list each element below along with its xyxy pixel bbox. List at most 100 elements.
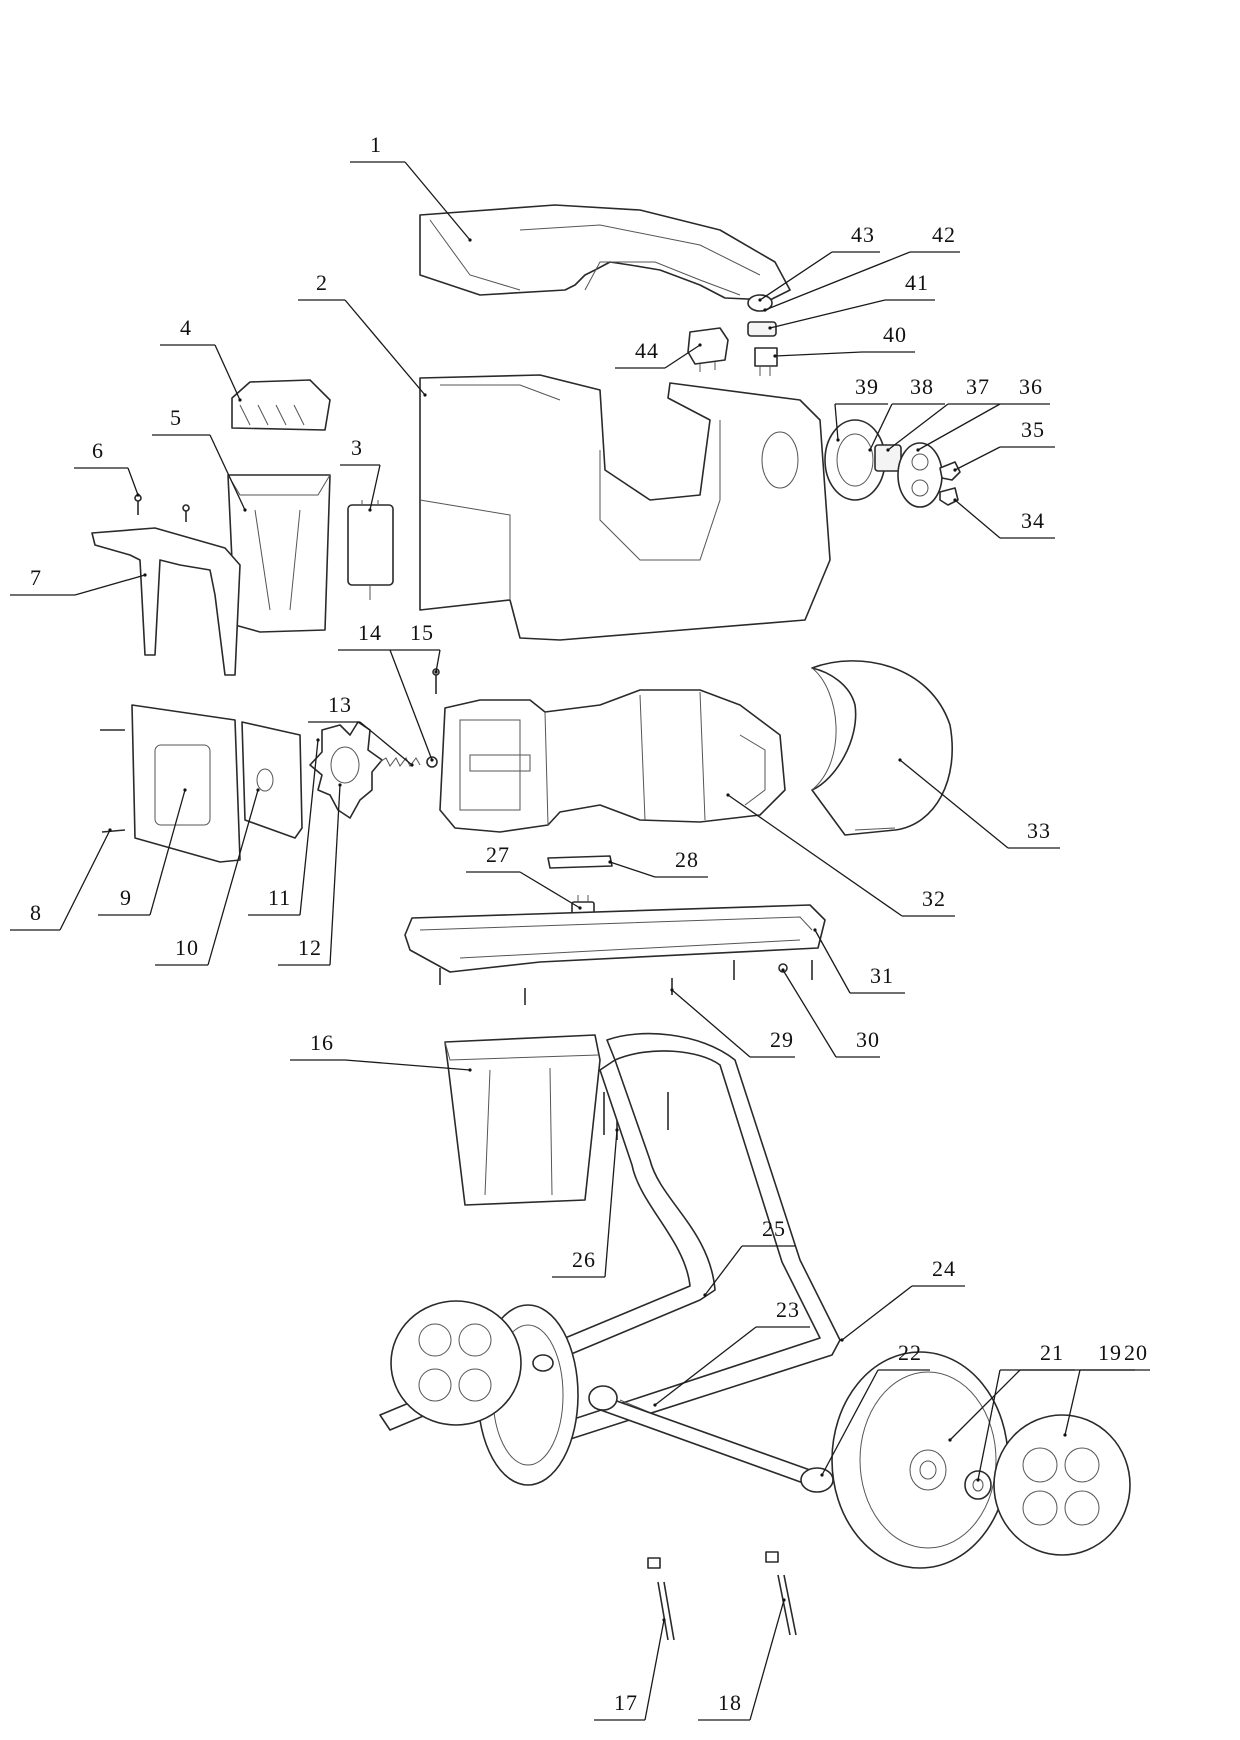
callout-leader-33 (899, 759, 1009, 849)
callout-number-20: 20 (1124, 1340, 1148, 1365)
part-small-screws (134, 494, 190, 522)
callout-number-1: 1 (370, 132, 382, 157)
callout-leader-9 (149, 789, 186, 916)
callout-leader-37 (887, 403, 949, 451)
callout-number-36: 36 (1019, 374, 1043, 399)
callout-dot-3 (368, 508, 372, 512)
callout-leaders (10, 161, 1150, 1721)
callout-leader-19 (1064, 1369, 1081, 1436)
callout-dot-31 (813, 928, 817, 932)
callout-dot-12 (338, 783, 342, 787)
callout-number-43: 43 (851, 222, 875, 247)
callout-leader-41 (769, 299, 886, 329)
callout-number-42: 42 (932, 222, 956, 247)
callout-leader-42 (764, 251, 911, 311)
callout-leader-34 (954, 499, 1001, 539)
callout-number-27: 27 (486, 842, 510, 867)
callout-dot-9 (183, 788, 187, 792)
part-hopper (444, 1034, 601, 1206)
part-bushing (964, 1470, 992, 1500)
part-impeller (309, 721, 383, 819)
callout-number-6: 6 (92, 438, 104, 463)
callout-dot-6 (136, 493, 140, 497)
callout-number-21: 21 (1040, 1340, 1064, 1365)
callout-leader-24 (841, 1285, 913, 1341)
callout-number-32: 32 (922, 886, 946, 911)
part-vent-grille (231, 379, 331, 431)
callout-number-31: 31 (870, 963, 894, 988)
callout-dot-28 (608, 860, 612, 864)
callout-number-10: 10 (175, 935, 199, 960)
callout-number-22: 22 (898, 1340, 922, 1365)
callout-dot-25 (703, 1293, 707, 1297)
callout-number-15: 15 (410, 620, 434, 645)
callout-leader-32 (727, 794, 903, 917)
callout-leader-5 (209, 434, 246, 511)
callout-dot-39 (836, 438, 840, 442)
callout-number-14: 14 (358, 620, 382, 645)
part-shaft-spring (379, 756, 438, 768)
callout-leader-26 (604, 1129, 618, 1278)
callout-dot-44 (698, 343, 702, 347)
callout-dot-36 (916, 448, 920, 452)
callout-dot-42 (763, 308, 767, 312)
callout-dot-1 (468, 238, 472, 242)
callout-leader-8 (59, 829, 111, 931)
callout-number-33: 33 (1027, 818, 1051, 843)
callout-number-37: 37 (966, 374, 990, 399)
part-filter-cup (227, 474, 331, 633)
callout-leader-43 (759, 251, 833, 301)
callout-dot-7 (143, 573, 147, 577)
callout-number-38: 38 (910, 374, 934, 399)
callout-dot-4 (238, 398, 242, 402)
callout-dot-34 (953, 498, 957, 502)
part-top-handle-cover (419, 204, 791, 301)
callout-leader-20 (977, 1369, 1001, 1481)
callout-leader-6 (127, 467, 139, 496)
callout-dot-23 (653, 1403, 657, 1407)
callout-leader-16 (344, 1059, 471, 1071)
part-motor (439, 689, 786, 833)
callout-dot-11 (316, 738, 320, 742)
callout-leader-13 (359, 721, 413, 766)
callout-number-5: 5 (170, 405, 182, 430)
callout-leader-27 (519, 871, 581, 909)
part-base-tray (404, 904, 826, 973)
callout-dot-40 (773, 354, 777, 358)
part-bracket (91, 527, 241, 676)
callout-number-9: 9 (120, 885, 132, 910)
callout-number-19: 19 (1098, 1340, 1122, 1365)
callout-number-12: 12 (298, 935, 322, 960)
callout-leader-30 (782, 969, 837, 1058)
callout-dot-29 (670, 988, 674, 992)
callout-dot-21 (948, 1438, 952, 1442)
callout-dot-8 (108, 828, 112, 832)
callout-leader-22 (821, 1369, 879, 1476)
callout-dot-41 (768, 326, 772, 330)
part-side-switch-assembly (824, 419, 961, 508)
callout-number-2: 2 (316, 270, 328, 295)
part-switch-stack (747, 294, 778, 376)
callout-number-18: 18 (718, 1690, 742, 1715)
callout-leader-1 (404, 161, 471, 241)
callout-dot-37 (886, 448, 890, 452)
callout-number-7: 7 (30, 565, 42, 590)
callout-number-39: 39 (855, 374, 879, 399)
callout-number-44: 44 (635, 338, 659, 363)
callout-number-24: 24 (932, 1256, 956, 1281)
part-capacitor (347, 500, 394, 600)
callout-leader-44 (664, 344, 701, 369)
callout-dot-26 (615, 1128, 619, 1132)
callout-number-30: 30 (856, 1027, 880, 1052)
callout-leader-17 (644, 1619, 665, 1721)
part-right-hubcap (993, 1414, 1131, 1556)
callout-leader-12 (329, 784, 341, 966)
callout-number-17: 17 (614, 1690, 638, 1715)
callout-leader-2 (344, 299, 426, 396)
callout-number-8: 8 (30, 900, 42, 925)
callout-leader-39 (834, 403, 839, 441)
callout-dot-27 (578, 906, 582, 910)
callout-dot-19 (1063, 1433, 1067, 1437)
callout-dot-10 (256, 788, 260, 792)
callout-number-13: 13 (328, 692, 352, 717)
